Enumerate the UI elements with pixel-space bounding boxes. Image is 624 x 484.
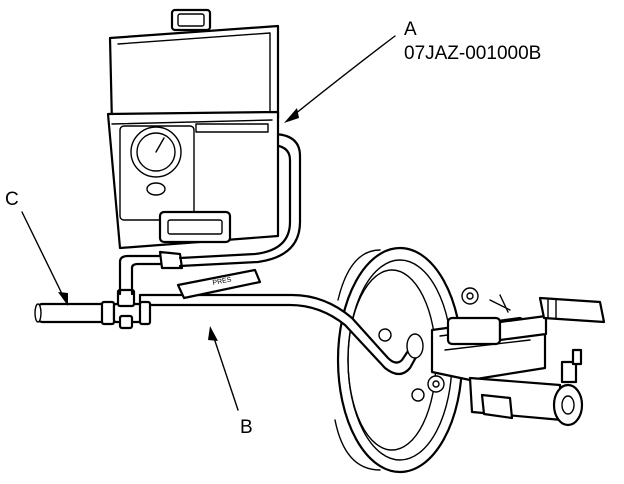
label-c: C xyxy=(5,189,19,210)
leader-b xyxy=(208,326,239,411)
label-a: A xyxy=(404,19,417,40)
master-cylinder xyxy=(427,294,606,427)
label-a-part-number: 07JAZ-001000B xyxy=(404,43,542,64)
hose-print: PRES xyxy=(212,276,232,287)
leader-c xyxy=(21,211,68,306)
label-b: B xyxy=(240,417,253,438)
t-fitting xyxy=(112,288,152,330)
vacuum-hose-b xyxy=(138,293,424,376)
leader-a xyxy=(284,35,396,123)
hose-c xyxy=(34,300,116,326)
vacuum-tester-case xyxy=(106,8,280,250)
